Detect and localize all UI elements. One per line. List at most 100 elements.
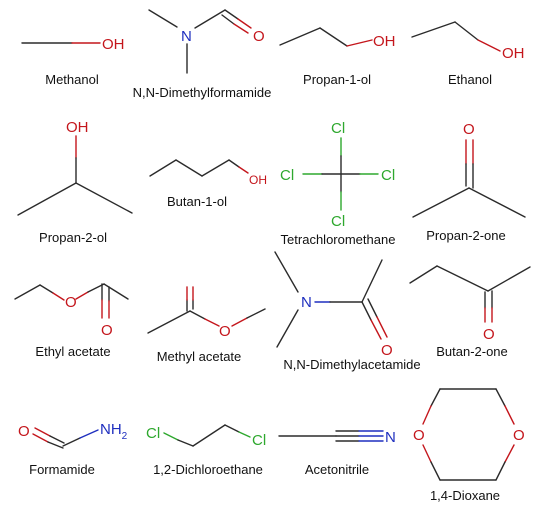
atom-o: O (219, 323, 231, 340)
name-dichloroethane: 1,2-Dichloroethane (153, 462, 263, 477)
molecule-tetrachloromethane: Cl Cl Cl Cl Tetrachloromethane (280, 120, 395, 247)
atom-o: O (413, 427, 425, 444)
atom-oh: OH (102, 36, 125, 53)
bond (346, 39, 373, 47)
bond (409, 265, 438, 284)
name-propan-2-one: Propan-2-one (426, 228, 506, 243)
bond (103, 283, 129, 300)
atom-o: O (253, 28, 265, 45)
bond (39, 284, 54, 294)
molecule-dichloroethane: Cl Cl 1,2-Dichloroethane (146, 424, 266, 477)
molecule-butan-1-ol: OH Butan-1-ol (149, 159, 267, 209)
bond (177, 439, 194, 447)
name-propan-2-ol: Propan-2-ol (39, 230, 107, 245)
molecule-dmf: N O N,N-Dimethylformamide (133, 9, 271, 100)
atom-cl: Cl (331, 213, 345, 230)
atom-o: O (381, 342, 393, 359)
bond (149, 159, 177, 177)
bond (411, 21, 456, 38)
atom-oh: OH (66, 119, 89, 136)
atom-oh: OH (373, 33, 396, 50)
atom-o: O (513, 427, 525, 444)
bond (233, 23, 249, 34)
bond (14, 284, 41, 300)
name-butan-2-one: Butan-2-one (436, 344, 508, 359)
atom-nh: NH (100, 421, 122, 438)
bond (75, 291, 89, 300)
bond (62, 437, 81, 447)
atom-cl: Cl (331, 120, 345, 137)
molecule-ethanol: OH Ethanol (411, 21, 525, 87)
molecule-propan-2-one: O Propan-2-one (412, 121, 526, 243)
atom-cl: Cl (280, 167, 294, 184)
atom-o: O (101, 322, 113, 339)
bond (47, 441, 64, 449)
bond (361, 301, 372, 321)
bond (194, 9, 226, 29)
atom-oh: OH (502, 45, 525, 62)
bond (175, 159, 203, 177)
atom-n: N (301, 294, 312, 311)
atom-o: O (65, 294, 77, 311)
bond (487, 266, 531, 292)
bond (75, 182, 133, 214)
bond (49, 435, 65, 444)
bond (430, 461, 441, 481)
bond (204, 318, 220, 327)
bond (34, 427, 51, 437)
bond (422, 405, 432, 425)
molecule-methyl-acetate: O Methyl acetate (147, 286, 266, 364)
atom-cl: Cl (146, 425, 160, 442)
atom-o: O (18, 423, 30, 440)
bond (224, 9, 239, 20)
name-formamide: Formamide (29, 462, 95, 477)
molecule-dioxane: O O 1,4-Dioxane (413, 388, 525, 503)
name-butan-1-ol: Butan-1-ol (167, 194, 227, 209)
bond (246, 308, 266, 319)
name-tetrachloromethane: Tetrachloromethane (281, 232, 396, 247)
atom-o: O (463, 121, 475, 138)
atom-nh2: NH2 (100, 421, 128, 442)
bond (422, 444, 432, 463)
bond (224, 424, 240, 433)
name-dmac: N,N-Dimethylacetamide (283, 357, 420, 372)
bond (189, 310, 206, 320)
bond (430, 388, 441, 407)
bond (367, 298, 378, 318)
atom-cl: Cl (252, 432, 266, 449)
name-dioxane: 1,4-Dioxane (430, 488, 500, 503)
atom-n: N (385, 429, 396, 446)
molecule-formamide: O NH2 Formamide (18, 421, 128, 477)
bond (504, 444, 515, 463)
bond (147, 310, 191, 334)
bond (52, 292, 65, 301)
atom-cl: Cl (381, 167, 395, 184)
bond (228, 159, 240, 168)
bond (237, 18, 252, 29)
bond (436, 265, 489, 292)
bond (201, 159, 230, 177)
bond (468, 187, 526, 218)
atom-n: N (181, 28, 192, 45)
bond (238, 166, 249, 174)
bond (276, 309, 299, 348)
bond (454, 21, 479, 41)
molecule-propan-1-ol: OH Propan-1-ol (279, 27, 396, 87)
molecule-methanol: OH Methanol (21, 36, 125, 87)
molecule-acetonitrile: N Acetonitrile (278, 429, 396, 477)
bond (17, 182, 77, 216)
bond (319, 27, 348, 47)
bond (495, 388, 506, 407)
bond (412, 187, 470, 218)
bond (221, 14, 235, 25)
name-acetonitrile: Acetonitrile (305, 462, 369, 477)
name-propan-1-ol: Propan-1-ol (303, 72, 371, 87)
bond (376, 316, 388, 338)
atom-subscript: 2 (122, 431, 128, 442)
bond (163, 432, 179, 441)
molecule-butan-2-one: O Butan-2-one (409, 265, 531, 359)
bond (477, 39, 501, 52)
bond (274, 251, 299, 293)
